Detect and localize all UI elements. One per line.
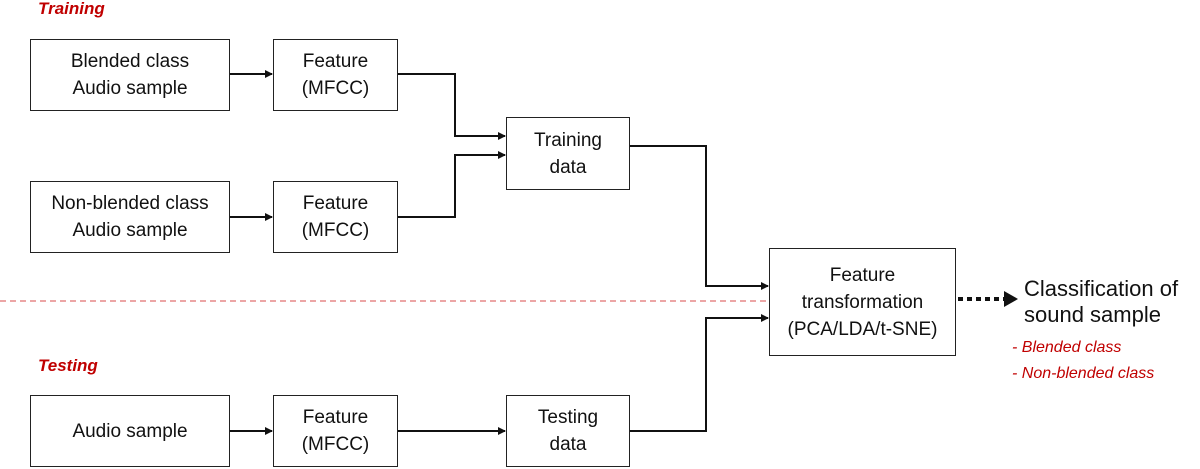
training-data-line2: data [549,156,587,178]
blended-sample-line1: Blended class [70,51,190,72]
classification-title-line2: sound sample [1024,302,1161,327]
arrow-feature2-to-training [398,151,506,218]
training-data-box: Training data [506,117,630,190]
arrow-feature1-to-training [398,73,506,140]
feature-transformation-line2: transformation [801,291,924,313]
feature-box-2: Feature (MFCC) [273,181,398,253]
testing-section-label: Testing [38,356,98,375]
classification-result-title: Classification of sound sample [1024,276,1200,328]
feature-transformation-line1: Feature [829,264,896,286]
audio-sample-line1: Audio sample [72,420,188,442]
feature-box-3: Feature (MFCC) [273,395,398,467]
feature-3-line1: Feature [302,407,369,428]
nonblended-sample-line2: Audio sample [72,220,188,241]
result-item-blended: - Blended class [1012,339,1122,356]
nonblended-sample-box: Non-blended class Audio sample [30,181,230,253]
arrow-testing-to-transformation [630,314,769,432]
audio-sample-box: Audio sample [30,395,230,467]
feature-2-line2: (MFCC) [301,220,370,241]
arrow-training-to-transformation [630,145,769,290]
blended-sample-box: Blended class Audio sample [30,39,230,111]
feature-1-line2: (MFCC) [301,78,370,99]
feature-3-line2: (MFCC) [301,434,370,455]
result-item-nonblended: - Non-blended class [1012,365,1155,382]
testing-data-line2: data [549,434,587,455]
nonblended-sample-line1: Non-blended class [51,193,209,214]
feature-transformation-line3: (PCA/LDA/t-SNE) [787,318,938,340]
blended-sample-line2: Audio sample [72,78,188,99]
testing-data-box: Testing data [506,395,630,467]
feature-1-line1: Feature [302,51,369,72]
feature-box-1: Feature (MFCC) [273,39,398,111]
feature-2-line1: Feature [302,193,369,214]
testing-data-line1: Testing [537,407,599,428]
feature-transformation-box: Feature transformation (PCA/LDA/t-SNE) [769,248,956,356]
training-data-line1: Training [534,129,602,151]
training-section-label: Training [38,0,105,18]
arrow-to-classification-head [1004,291,1018,307]
classification-title-line1: Classification of [1024,276,1179,301]
